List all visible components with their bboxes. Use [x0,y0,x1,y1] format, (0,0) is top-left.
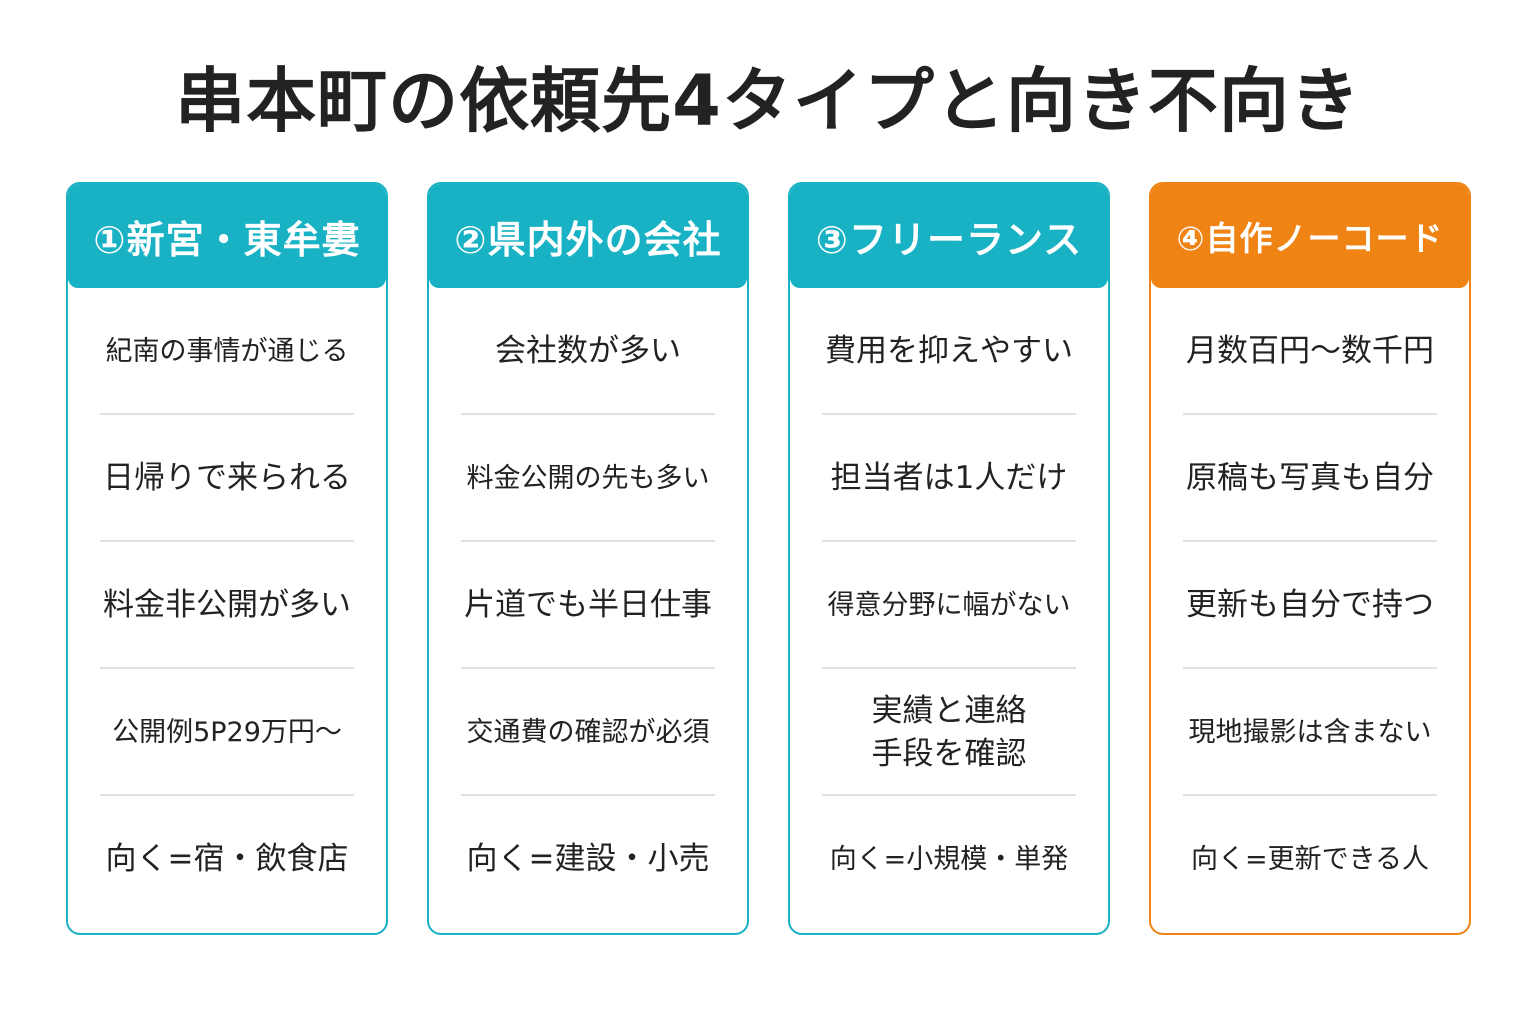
card-item-list: 会社数が多い 料金公開の先も多い 片道でも半日仕事 交通費の確認が必須 向く=建… [429,288,747,923]
card-freelance: ③フリーランス 費用を抑えやすい 担当者は1人だけ 得意分野に幅がない 実績と連… [788,182,1110,935]
card-item: 紀南の事情が通じる [68,288,386,415]
card-item-list: 月数百円〜数千円 原稿も写真も自分 更新も自分で持つ 現地撮影は含まない 向く=… [1151,288,1469,923]
card-item: 更新も自分で持つ [1151,542,1469,669]
card-item: 得意分野に幅がない [790,542,1108,669]
card-item: 担当者は1人だけ [790,415,1108,542]
card-item: 会社数が多い [429,288,747,415]
card-item: 交通費の確認が必須 [429,669,747,796]
card-item-suited-for: 向く=建設・小売 [466,841,710,877]
card-item: 片道でも半日仕事 [429,542,747,669]
card-item-list: 費用を抑えやすい 担当者は1人だけ 得意分野に幅がない 実績と連絡 手段を確認 … [790,288,1108,923]
card-item-suited-for: 向く=宿・飲食店 [105,841,349,877]
card-item: 日帰りで来られる [68,415,386,542]
card-item-suited-for: 向く=小規模・単発 [829,844,1069,875]
card-item: 費用を抑えやすい [790,288,1108,415]
card-item-suited-for: 向く=更新できる人 [1190,844,1430,875]
card-item: 実績と連絡 手段を確認 [790,669,1108,796]
card-item: 料金非公開が多い [68,542,386,669]
card-item: 現地撮影は含まない [1151,669,1469,796]
card-item: 原稿も写真も自分 [1151,415,1469,542]
card-item: 月数百円〜数千円 [1151,288,1469,415]
card-header: ④自作ノーコード [1151,184,1469,288]
card-header: ①新宮・東牟婁 [68,184,386,288]
card-item-list: 紀南の事情が通じる 日帰りで来られる 料金非公開が多い 公開例5P29万円〜 向… [68,288,386,923]
page-title: 串本町の依頼先4タイプと向き不向き [175,60,1361,142]
comparison-cards: ①新宮・東牟婁 紀南の事情が通じる 日帰りで来られる 料金非公開が多い 公開例5… [66,182,1471,935]
card-item: 料金公開の先も多い [429,415,747,542]
card-local-vendors: ①新宮・東牟婁 紀南の事情が通じる 日帰りで来られる 料金非公開が多い 公開例5… [66,182,388,935]
card-companies: ②県内外の会社 会社数が多い 料金公開の先も多い 片道でも半日仕事 交通費の確認… [427,182,749,935]
card-self-made-nocode: ④自作ノーコード 月数百円〜数千円 原稿も写真も自分 更新も自分で持つ 現地撮影… [1149,182,1471,935]
card-header: ②県内外の会社 [429,184,747,288]
card-item: 公開例5P29万円〜 [68,669,386,796]
card-header: ③フリーランス [790,184,1108,288]
